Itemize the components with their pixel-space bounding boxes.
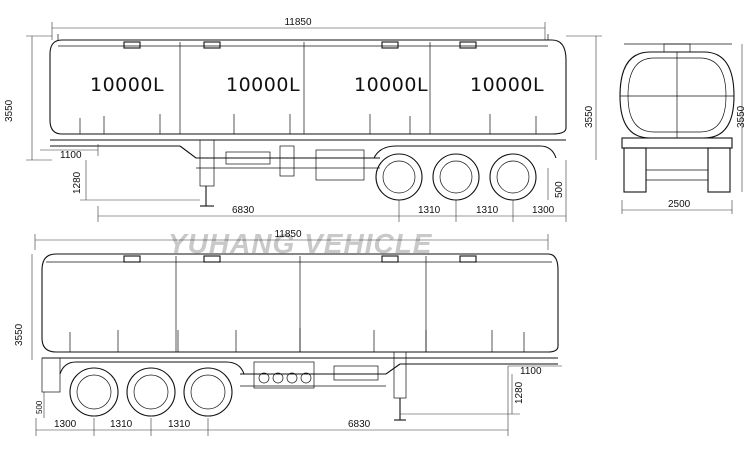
top-deck-height: 500	[554, 181, 565, 198]
bottom-height-left: 3550	[14, 323, 25, 346]
bottom-side-view: 11850 3550	[14, 229, 562, 436]
top-side-view: 11850 3550 10000L 10000L 10000L 10000L	[4, 17, 602, 222]
bottom-deck-height: 500	[35, 400, 44, 414]
end-height: 3550	[736, 105, 747, 128]
bottom-kingpin-to-axle: 6830	[348, 419, 371, 430]
end-width: 2500	[668, 199, 691, 210]
bottom-axle-spacing-1: 1310	[110, 419, 133, 430]
bottom-fifth-wheel-height: 1280	[514, 381, 525, 404]
top-kingpin-offset: 1100	[60, 150, 82, 161]
compartment-4-label: 10000L	[470, 74, 544, 96]
top-height-left: 3550	[4, 99, 15, 122]
bottom-axle-spacing-2: 1310	[168, 419, 191, 430]
top-fifth-wheel-height: 1280	[72, 171, 83, 194]
top-height-right: 3550	[584, 105, 595, 128]
top-rear-overhang: 1300	[532, 205, 555, 216]
compartment-2-label: 10000L	[226, 74, 300, 96]
top-kingpin-to-axle: 6830	[232, 205, 255, 216]
end-view: 2500 3550	[619, 43, 747, 214]
top-axle-spacing-1: 1310	[418, 205, 441, 216]
compartment-1-label: 10000L	[90, 74, 164, 96]
bottom-kingpin-offset: 1100	[520, 366, 542, 377]
bottom-overall-length: 11850	[274, 229, 302, 240]
top-overall-length: 11850	[284, 17, 312, 28]
compartment-3-label: 10000L	[354, 74, 428, 96]
top-axle-spacing-2: 1310	[476, 205, 499, 216]
bottom-rear-overhang: 1300	[54, 419, 77, 430]
